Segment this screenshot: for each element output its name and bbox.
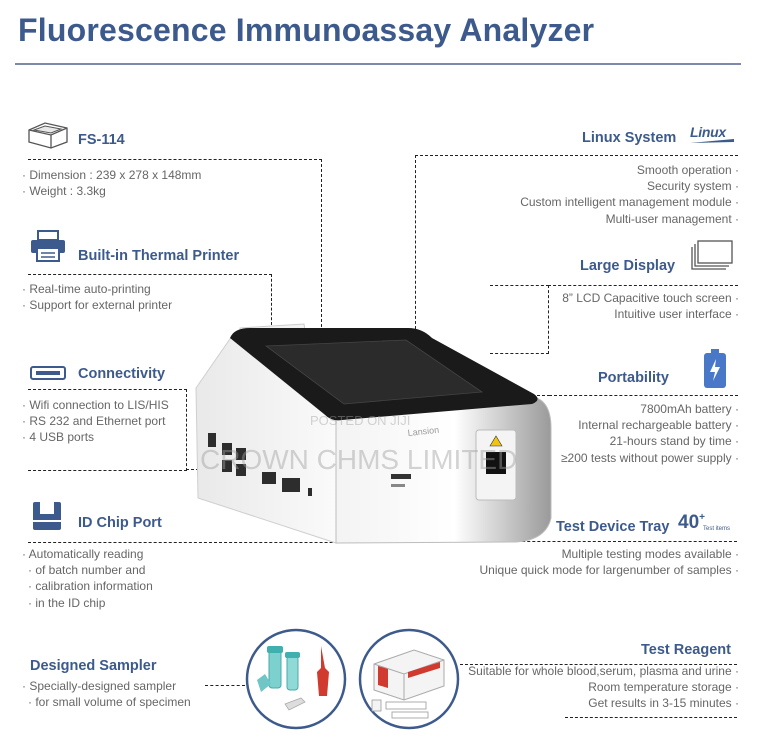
list-item: Weight : 3.3kg (22, 183, 201, 199)
reagent-image (358, 628, 460, 735)
list-item: Support for external printer (22, 297, 172, 313)
list-item: 4 USB ports (22, 429, 169, 445)
feature-title-idchip: ID Chip Port (78, 515, 162, 531)
list-item: Multi-user management (520, 211, 739, 227)
list-item: Internal rechargeable battery (561, 417, 739, 433)
feature-list-fs114: Dimension : 239 x 278 x 148mm Weight : 3… (22, 167, 201, 199)
connector-sampler (205, 685, 245, 686)
list-item: RS 232 and Ethernet port (22, 413, 169, 429)
sampler-tube-icon (257, 646, 300, 692)
list-item: Suitable for whole blood,serum, plasma a… (468, 663, 739, 679)
list-item: ≥200 tests without power supply (561, 450, 739, 466)
sampler-image (245, 628, 347, 735)
list-item: Custom intelligent management module (520, 194, 739, 210)
list-item: for small volume of specimen (22, 694, 190, 710)
feature-title-connectivity: Connectivity (78, 366, 166, 382)
list-item: Security system (520, 178, 739, 194)
feature-list-reagent: Suitable for whole blood,serum, plasma a… (468, 663, 739, 712)
list-item: Multiple testing modes available (480, 546, 739, 562)
watermark-line1: POSTED ON JIJI (310, 413, 411, 428)
list-item: Real-time auto-printing (22, 281, 172, 297)
connector-display (490, 285, 549, 354)
badge-number: 40 (678, 512, 700, 533)
list-item: 21-hours stand by time (561, 433, 739, 449)
feature-list-tray: Multiple testing modes available Unique … (480, 546, 739, 578)
list-item: in the ID chip (22, 595, 153, 611)
connector-tray-bottom (497, 541, 737, 542)
feature-list-printer: Real-time auto-printing Support for exte… (22, 281, 172, 313)
id-chip-icon (33, 502, 61, 535)
list-item: of batch number and (22, 562, 153, 578)
battery-icon (703, 349, 727, 394)
list-item: 8” LCD Capacitive touch screen (562, 290, 739, 306)
connector-linux (415, 155, 738, 334)
connector-printer (28, 274, 272, 325)
feature-title-portability: Portability (598, 370, 669, 386)
feature-title-printer: Built-in Thermal Printer (78, 248, 240, 264)
printer-icon (30, 230, 66, 267)
list-item: Unique quick mode for largenumber of sam… (480, 562, 739, 578)
feature-title-display: Large Display (580, 258, 676, 274)
connector-portability-top (549, 395, 738, 396)
display-icon (690, 240, 734, 277)
dropper-icon (317, 646, 329, 696)
linux-logo-icon: Linux (690, 124, 734, 145)
feature-title-tray: Test Device Tray (556, 519, 670, 535)
feature-title-sampler: Designed Sampler (30, 658, 157, 674)
list-item: Specially-designed sampler (22, 678, 191, 694)
list-item: Get results in 3-15 minutes (468, 695, 739, 711)
connector-fs114 (28, 159, 322, 332)
list-item: Automatically reading (22, 546, 153, 562)
badge-sub: Test items (703, 526, 731, 532)
list-item: Wifi connection to LIS/HIS (22, 397, 168, 413)
list-item: Smooth operation (520, 162, 739, 178)
feature-list-connectivity: Wifi connection to LIS/HIS RS 232 and Et… (22, 397, 169, 446)
analyzer-icon (25, 120, 71, 155)
watermark-line2: CROWN CHMS LIMITED (200, 444, 518, 475)
connectivity-icon (30, 366, 66, 385)
reagent-box-icon (373, 649, 445, 701)
feature-list-linux: Smooth operation Security system Custom … (520, 162, 739, 227)
connector-connectivity (28, 389, 187, 471)
badge-sup: + (699, 512, 705, 523)
list-item: Room temperature storage (468, 679, 739, 695)
feature-list-idchip: Automatically reading of batch number an… (22, 546, 153, 611)
test-items-badge: 40+ Test items (678, 512, 730, 534)
title-divider (15, 63, 741, 65)
feature-title-linux: Linux System (582, 130, 677, 146)
feature-title-reagent: Test Reagent (641, 642, 731, 658)
feature-list-sampler: Specially-designed sampler for small vol… (22, 678, 191, 710)
connector-idchip (28, 542, 403, 543)
feature-list-portability: 7800mAh battery Internal rechargeable ba… (561, 401, 739, 466)
list-item: calibration information (22, 578, 152, 594)
linux-badge-text: Linux (690, 124, 726, 140)
device-brand-label: Lansion (407, 425, 439, 438)
feature-title-fs114: FS-114 (78, 132, 125, 148)
page-title: Fluorescence Immunoassay Analyzer (18, 12, 595, 48)
list-item: Intuitive user interface (562, 306, 739, 322)
list-item: 7800mAh battery (561, 401, 739, 417)
connector-display-top (548, 285, 738, 286)
list-item: Dimension : 239 x 278 x 148mm (22, 167, 201, 183)
test-strip-icon (371, 699, 429, 719)
feature-list-display: 8” LCD Capacitive touch screen Intuitive… (562, 290, 739, 322)
connector-reagent-low (565, 717, 737, 718)
analyzer-device-image: Lansion (186, 318, 566, 558)
